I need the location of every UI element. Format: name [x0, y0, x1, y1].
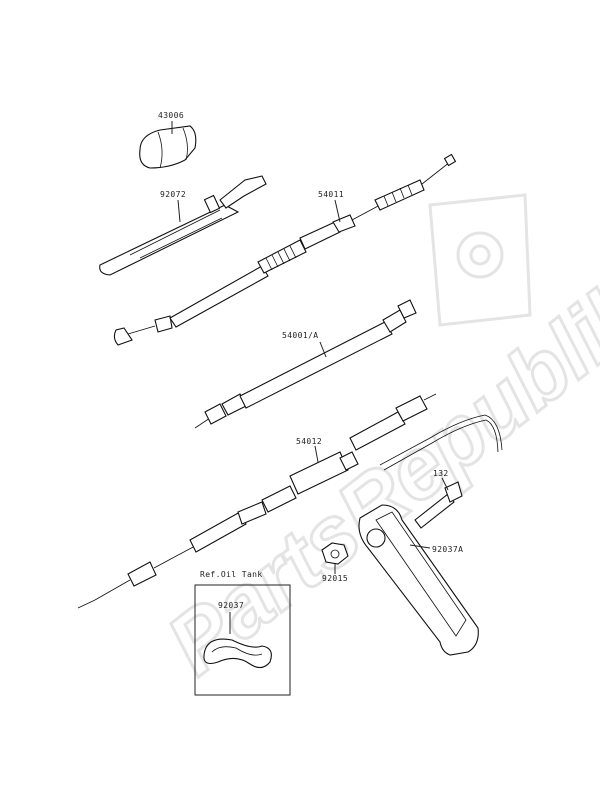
ref-oil-tank-label: Ref.Oil Tank	[200, 570, 263, 579]
ref-oil-tank-box	[194, 584, 291, 696]
part-54011-cable[interactable]	[113, 153, 457, 346]
gear-flag-icon	[428, 193, 532, 327]
label-92037: 92037	[218, 601, 244, 610]
label-92072: 92072	[160, 190, 186, 199]
part-92015-nut[interactable]	[321, 542, 349, 574]
part-43006-boot[interactable]	[139, 121, 197, 169]
part-54012-cable[interactable]	[77, 445, 359, 609]
label-54012: 54012	[296, 437, 322, 446]
part-92072-band[interactable]	[99, 175, 267, 276]
part-132-bolt[interactable]	[414, 477, 463, 529]
label-54001a: 54001/A	[282, 331, 319, 340]
part-92037a-guard[interactable]	[358, 504, 479, 656]
part-92037-clamp[interactable]	[203, 638, 272, 669]
watermark-text: PartsRepublik	[150, 259, 600, 693]
part-throttle-cable-upper[interactable]	[349, 393, 437, 451]
watermark: PartsRepublik	[148, 193, 600, 695]
part-54001a-cable[interactable]	[194, 299, 417, 429]
label-92037a: 92037A	[432, 545, 463, 554]
label-54011: 54011	[318, 190, 344, 199]
label-92015: 92015	[322, 574, 348, 583]
label-43006: 43006	[158, 111, 184, 120]
label-132: 132	[433, 469, 449, 478]
part-throttle-cable-lower[interactable]	[379, 414, 503, 471]
